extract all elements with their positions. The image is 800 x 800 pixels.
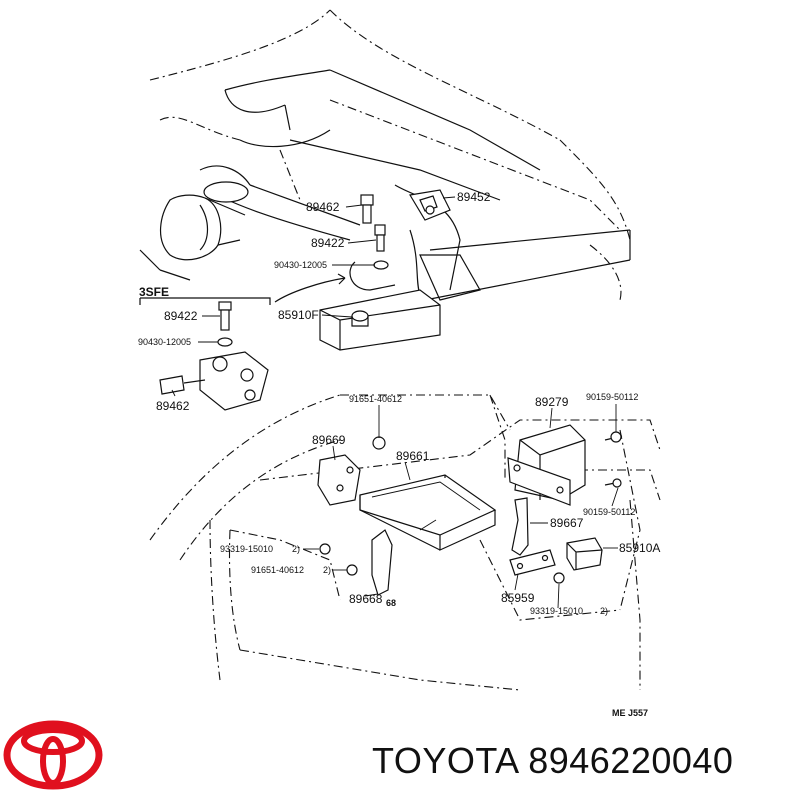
label-93319-right: 93319-15010: [530, 606, 583, 616]
relay-85910A: [566, 537, 603, 571]
section-label-3sfe: 3SFE: [139, 285, 169, 299]
fragment-2b: 2): [323, 565, 331, 575]
fragment-68: 68: [386, 598, 396, 608]
label-90159-mid: 90159-50112: [583, 507, 635, 517]
brand-name: TOYOTA: [372, 740, 518, 781]
label-90430-top: 90430-12005: [274, 260, 327, 270]
sensor-89452: [409, 189, 451, 221]
label-89279: 89279: [535, 395, 569, 409]
car-body-outline: [149, 394, 661, 691]
label-91651-top: 91651-40612: [349, 394, 402, 404]
section-3sfe: [139, 273, 346, 411]
label-89667: 89667: [550, 516, 584, 530]
label-89422-top: 89422: [311, 236, 345, 250]
label-89661: 89661: [396, 449, 430, 463]
fragment-2c: 2): [600, 606, 608, 616]
label-85910F: 85910F: [278, 308, 319, 322]
brand-title: TOYOTA 8946220040: [372, 740, 733, 782]
toyota-logo-icon: [3, 720, 103, 790]
part-labels: 89452 89462 89422 90430-12005 85910F 3SF…: [138, 190, 660, 718]
air-intake-component: [159, 181, 249, 261]
module-89279: [507, 424, 623, 506]
bracket-89669: [317, 436, 386, 506]
label-90430-mid: 90430-12005: [138, 337, 191, 347]
leader-lines: [171, 196, 619, 609]
label-89462-top: 89462: [306, 200, 340, 214]
ecu-89661: [359, 474, 497, 551]
label-89669: 89669: [312, 433, 346, 447]
label-89422-mid: 89422: [164, 309, 198, 323]
label-89462-mid: 89462: [156, 399, 190, 413]
label-89452: 89452: [457, 190, 491, 204]
label-89668: 89668: [349, 592, 383, 606]
bracket-85959: [509, 549, 565, 584]
fragment-2a: 2): [292, 544, 300, 554]
module-85910F: [319, 289, 441, 351]
drawing-code: ME J557: [612, 708, 648, 718]
bracket-89667: [511, 497, 529, 556]
bracket-89668: [319, 529, 393, 596]
label-91651-bot: 91651-40612: [251, 565, 304, 575]
label-85910A: 85910A: [619, 541, 660, 555]
label-85959: 85959: [501, 591, 535, 605]
engine-bay-outline: [139, 9, 631, 301]
label-93319-left: 93319-15010: [220, 544, 273, 554]
label-90159-top: 90159-50112: [586, 392, 638, 402]
part-number: 8946220040: [528, 740, 734, 781]
